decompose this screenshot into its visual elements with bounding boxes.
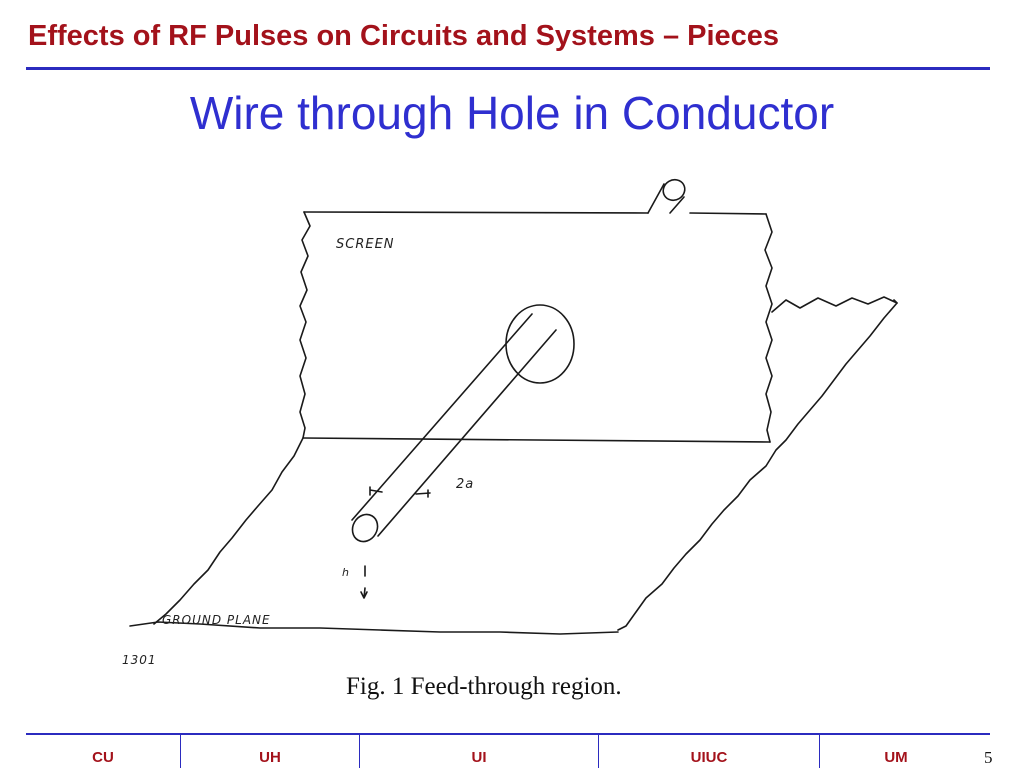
ground-plane-front-edge xyxy=(129,621,619,635)
screen-top-edge xyxy=(303,211,649,214)
wire-body-lower xyxy=(377,329,557,537)
screen-label: SCREEN xyxy=(336,237,395,252)
header-title: Effects of RF Pulses on Circuits and Sys… xyxy=(28,20,780,52)
diameter-label: 2a xyxy=(456,477,474,492)
height-label: h xyxy=(342,566,350,579)
wire-end xyxy=(351,513,379,543)
slide-title: Wire through Hole in Conductor xyxy=(189,87,835,139)
ground-plane-left-edge xyxy=(153,437,304,625)
wire-stub-back xyxy=(647,183,685,214)
ground-plane-back-edge xyxy=(302,437,771,443)
screen-plate xyxy=(299,211,311,439)
header-divider xyxy=(26,67,990,70)
height-marker xyxy=(360,565,368,599)
footer-item-ui: UI xyxy=(471,749,487,766)
ground-plane-right-edge xyxy=(617,302,898,631)
footer-item-um: UM xyxy=(884,749,908,766)
footer-separator xyxy=(598,735,599,768)
footer-item-uiuc: UIUC xyxy=(690,749,728,766)
diameter-marker xyxy=(369,486,431,498)
figure-id-label: 1301 xyxy=(122,653,157,667)
figure-caption: Fig. 1 Feed-through region. xyxy=(346,673,622,700)
screen-right-edge xyxy=(764,213,773,443)
wire-body-upper xyxy=(351,313,533,521)
page-number: 5 xyxy=(984,748,993,767)
footer-separator xyxy=(819,735,820,768)
footer-divider xyxy=(26,733,990,735)
footer-item-uh: UH xyxy=(259,749,281,766)
ground-plane-far-edge xyxy=(771,296,898,313)
screen-hole xyxy=(505,304,575,384)
ground-plane-label: GROUND PLANE xyxy=(162,613,271,627)
footer-separator xyxy=(180,735,181,768)
footer-item-cu: CU xyxy=(92,749,114,766)
footer-separator xyxy=(359,735,360,768)
